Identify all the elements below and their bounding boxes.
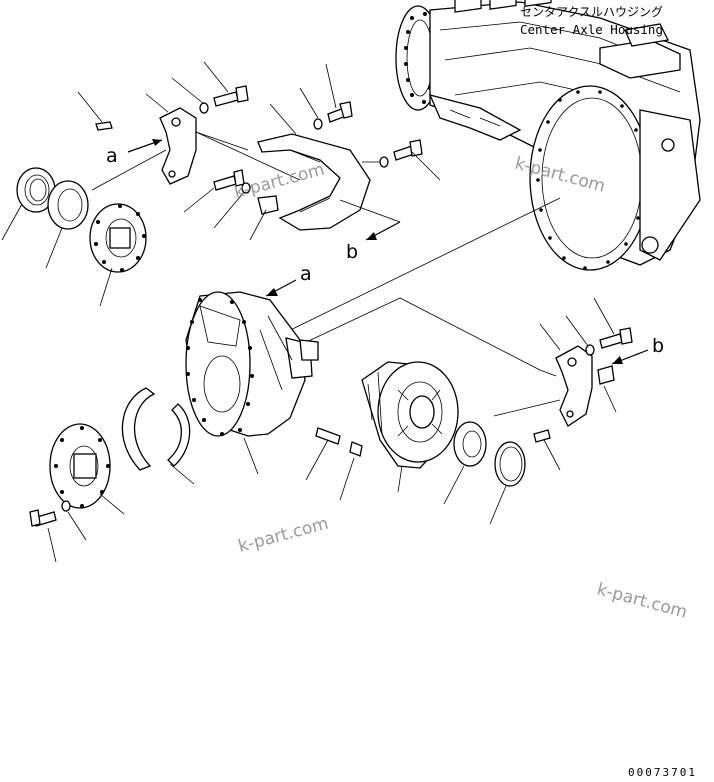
leader-lines-lower: [47, 297, 617, 563]
stud-bolt: [315, 427, 363, 457]
center-axle-housing: [395, 0, 701, 271]
bolt-cover-right: [379, 139, 423, 168]
bracket-cap-right: [555, 345, 593, 427]
bolt-lower: [29, 500, 71, 527]
bearing-cover-plate: [49, 423, 111, 509]
page-number: 00073701: [628, 766, 697, 779]
watermark-4: k-part.com: [595, 580, 690, 623]
ref-label-b-right: b: [652, 335, 664, 357]
reference-arrow-a-mid: [265, 279, 297, 297]
reference-arrow-b-right: [611, 349, 649, 365]
ref-label-b-top: b: [346, 241, 358, 263]
housing-label-jp: センタアクスルハウジング: [520, 5, 663, 19]
watermark-3: k-part.com: [236, 514, 331, 557]
bolt-top: [199, 85, 249, 114]
dowel-pin-left: [95, 121, 113, 131]
bolt-cover-top: [313, 101, 353, 130]
watermark-1: k-part.com: [232, 160, 327, 203]
ref-label-a-top: a: [106, 145, 118, 167]
housing-label-en: Center Axle Housing: [520, 22, 663, 37]
bolt-right: [585, 327, 633, 356]
taper-bearing: [453, 421, 487, 467]
small-clip: [257, 195, 279, 215]
reference-arrow-b-top: [365, 221, 401, 241]
clip-right: [597, 365, 615, 385]
brake-cover-plate: [257, 133, 371, 231]
ref-label-a-mid: a: [300, 263, 312, 285]
shim-set: [121, 387, 191, 471]
bracket-cap-left: [159, 107, 197, 185]
bearing-race: [47, 180, 89, 230]
differential-carrier-housing: [185, 291, 319, 437]
bearing-cage: [89, 203, 147, 273]
leader-lines-top: [1, 61, 441, 307]
shaft-axis-line: [269, 197, 561, 377]
dowel-pin-right: [533, 429, 551, 443]
reference-arrow-a-top: [127, 139, 163, 153]
differential-case: [361, 361, 459, 469]
bolt-middle: [213, 169, 251, 194]
adjusting-nut: [494, 441, 526, 487]
